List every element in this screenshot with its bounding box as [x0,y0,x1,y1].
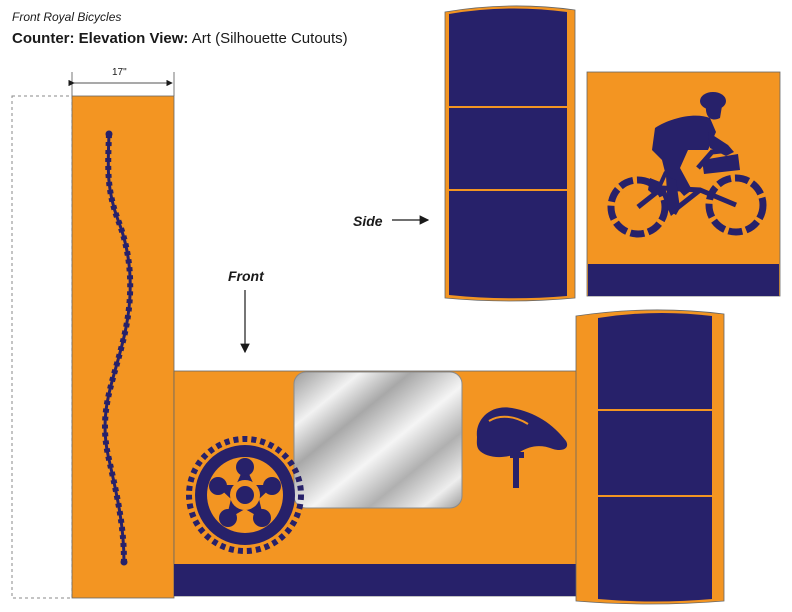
side-kick-band [588,264,779,296]
dashed-panel-outline [11,95,73,599]
drawing-title-bold: Counter: Elevation View: [12,30,189,47]
client-name: Front Royal Bicycles [12,10,122,24]
dimension-label: 17" [112,67,127,78]
mirror-panel [293,371,463,509]
side-label: Side [353,213,383,229]
drawing-title-rest: Art (Silhouette Cutouts) [188,30,348,47]
bicycle-seat-icon [476,407,568,488]
side-left-pillar [444,5,576,302]
drawing-title: Counter: Elevation View: Art (Silhouette… [12,30,348,47]
front-kick-band [174,564,584,596]
chain-icon [102,130,134,566]
chainring-icon [186,436,304,554]
front-label: Front [228,268,264,284]
front-right-pillar [575,309,725,605]
cyclist-icon [607,92,767,238]
